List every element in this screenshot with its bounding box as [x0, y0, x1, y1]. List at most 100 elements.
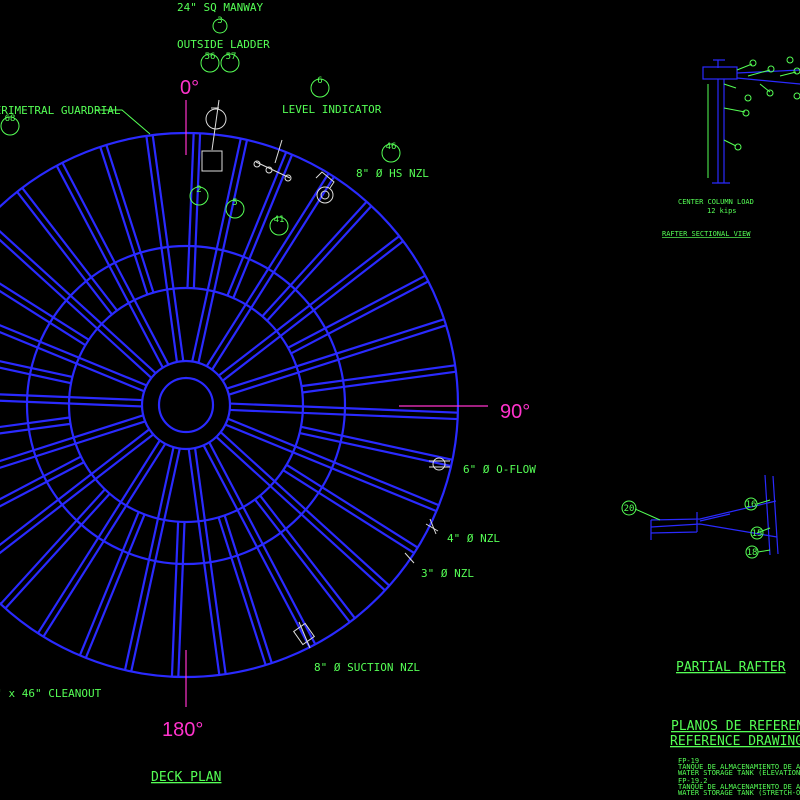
rafter-line [228, 324, 447, 396]
rafter-line [99, 146, 149, 295]
manway-label: 24" SQ MANWAY [177, 1, 263, 14]
rafter-line [266, 205, 373, 322]
rafter-line [287, 274, 426, 349]
rafter-line [186, 133, 195, 289]
callout-bubble-20: 20 [621, 500, 637, 516]
rafter-line [230, 402, 458, 414]
svg-text:5: 5 [232, 198, 237, 208]
rafter-line [130, 448, 181, 672]
callout-bubble-5: 5 [225, 198, 245, 219]
svg-text:68: 68 [5, 114, 16, 124]
rafter-line [16, 191, 113, 316]
rafter-line [170, 521, 180, 677]
rafter-line [61, 162, 170, 366]
rafter-line [286, 463, 419, 549]
rafter-line [208, 441, 317, 645]
rafter-line [0, 420, 146, 469]
svg-text:57: 57 [226, 52, 237, 62]
rafter-line [0, 428, 150, 547]
rafter-line [0, 455, 82, 501]
svg-text:3: 3 [217, 16, 222, 26]
rafter-line [219, 431, 391, 587]
rafter-line [205, 172, 330, 367]
hs-nozzle-label: 8" Ø HS NZL [356, 167, 429, 180]
rafter-line [84, 514, 146, 659]
ladder-label: OUTSIDE LADDER [177, 38, 270, 51]
partial-rafter-title: PARTIAL RAFTER [676, 660, 786, 675]
level-indicator-fitting [253, 139, 292, 182]
rafter-line [211, 176, 335, 371]
ref1-en: WATER STORAGE TANK (ELEVATION) [678, 769, 800, 777]
rafter-line [202, 444, 311, 648]
cleanout-label: 24" x 46" CLEANOUT [0, 687, 102, 700]
svg-text:15: 15 [752, 529, 763, 539]
rafter-line [0, 422, 71, 435]
rafter-line [0, 229, 157, 374]
rafter-line [0, 366, 72, 385]
nozzle-3-label: 3" Ø NZL [421, 567, 474, 580]
rafter-line [0, 360, 73, 379]
suction-label: 8" Ø SUCTION NZL [314, 661, 420, 674]
rafter-line [0, 488, 106, 605]
rafter-line [229, 408, 458, 421]
center-drum-inner [157, 376, 215, 434]
nozzle-3-fitting [404, 552, 415, 564]
callout-bubble-57: 57 [220, 52, 240, 73]
rafter-line [299, 431, 452, 468]
ref1-code: FP-19 [678, 757, 699, 765]
rafter-line [0, 461, 85, 508]
ref1-es: TANQUE DE ALMACENAMIENTO DE AGUA [678, 763, 800, 771]
reference-title: REFERENCE DRAWINGS [670, 734, 800, 749]
callout-bubble-46: 46 [381, 142, 401, 163]
rafter-line [223, 515, 273, 664]
rafter-line [226, 318, 445, 390]
hs-nozzle-fitting [315, 171, 335, 204]
rafter-line [261, 200, 368, 318]
rafter-line [0, 433, 154, 555]
callout-bubble-6: 6 [310, 76, 330, 98]
svg-text:18: 18 [747, 548, 758, 558]
rafter-line [300, 425, 453, 461]
rafter-line [222, 240, 404, 382]
rafter-line [0, 238, 153, 379]
rafter-line [282, 469, 415, 554]
center-column-load: 12 kips [707, 207, 737, 215]
center-drum-outer [140, 359, 232, 451]
rafter-line [227, 417, 440, 507]
rafter-line [192, 133, 202, 289]
svg-text:16: 16 [746, 500, 757, 510]
rafter-line [217, 517, 267, 666]
partial-rafter-detail [634, 474, 779, 556]
rafter-line [302, 370, 457, 394]
svg-text:41: 41 [274, 215, 285, 225]
callout-bubble-16: 16 [744, 497, 758, 511]
rafter-line [0, 282, 90, 341]
rafter-line [123, 447, 175, 671]
svg-text:2: 2 [196, 185, 201, 195]
rafter-line [42, 443, 167, 638]
ref2-en: WATER STORAGE TANK (STRETCH-OUT) [678, 789, 800, 797]
callout-bubble-68: 68 [0, 114, 20, 136]
angle-90-label: 90° [500, 401, 530, 423]
rafter-line [193, 448, 227, 675]
nozzle-4-label: 4" Ø NZL [447, 532, 500, 545]
callout-bubble-3: 3 [212, 16, 228, 34]
rafter-line [254, 498, 351, 623]
rafter-line [0, 399, 142, 408]
deck-plan-structure [0, 131, 460, 679]
rafter-line [0, 324, 147, 387]
rafter-group [0, 133, 458, 677]
guardrail-label: PERIMETRAL GUARDRIAL [0, 104, 121, 117]
rafter-line [0, 414, 144, 463]
rafter-line [290, 280, 429, 355]
nozzle-4-fitting [425, 518, 439, 535]
callout-bubble-2: 2 [189, 185, 209, 206]
rafter-sectional-view [702, 56, 800, 184]
rafter-line [218, 235, 400, 377]
rafter-line [0, 416, 70, 429]
overflow-label: 6" Ø O-FLOW [463, 463, 536, 476]
svg-text:6: 6 [317, 76, 322, 86]
rafter-line [37, 439, 161, 634]
suction-nozzle-fitting [292, 621, 316, 649]
